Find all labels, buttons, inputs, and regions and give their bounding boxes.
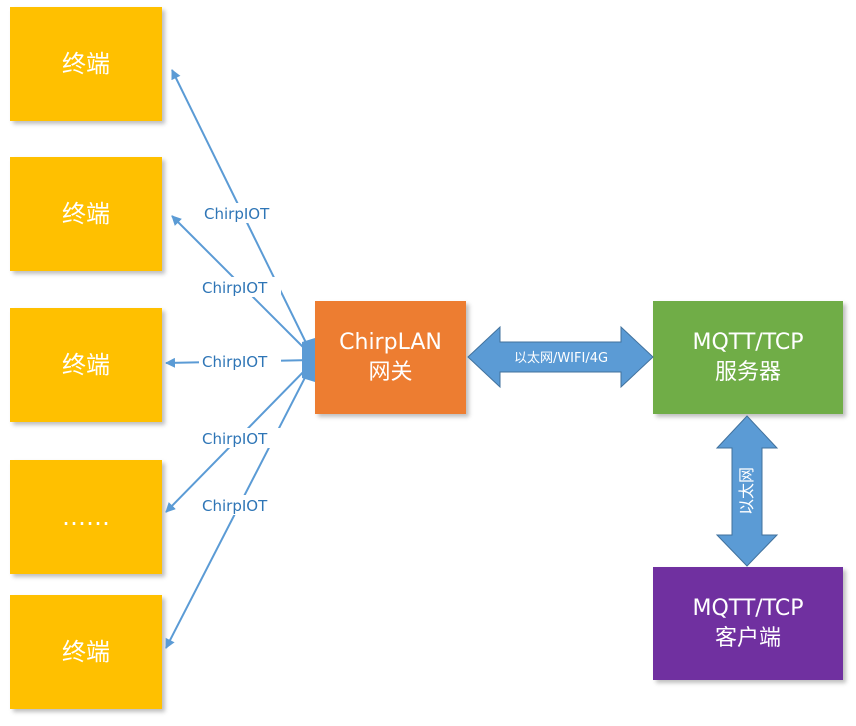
gateway-line1: ChirpLAN: [339, 329, 442, 355]
link-label-1: ChirpIOT: [204, 205, 270, 223]
terminal-3: 终端: [10, 308, 162, 422]
link-label-3: ChirpIOT: [202, 353, 268, 371]
link-label-2: ChirpIOT: [202, 279, 268, 297]
terminal-1: 终端: [10, 7, 162, 121]
server-line1: MQTT/TCP: [692, 329, 804, 355]
terminal-1-label: 终端: [62, 49, 110, 78]
server-line2: 服务器: [714, 359, 781, 385]
gateway-port-icon: [302, 338, 315, 382]
gateway-server-arrow: [467, 325, 654, 389]
server-client-label: 以太网: [737, 467, 756, 515]
terminal-more: ……: [10, 460, 162, 574]
terminal-2-label: 终端: [62, 199, 110, 228]
client-box: MQTT/TCP 客户端: [653, 567, 843, 680]
terminal-5-label: 终端: [62, 637, 110, 666]
server-client-arrow: [715, 415, 779, 567]
server-box: MQTT/TCP 服务器: [653, 301, 843, 414]
link-label-4: ChirpIOT: [202, 430, 268, 448]
gateway-box: ChirpLAN 网关: [315, 301, 466, 414]
gateway-server-label: 以太网/WIFI/4G: [514, 351, 608, 366]
terminal-3-label: 终端: [62, 350, 110, 379]
terminal-more-label: ……: [62, 502, 110, 531]
gateway-line2: 网关: [368, 359, 413, 385]
client-line1: MQTT/TCP: [692, 595, 804, 621]
client-line2: 客户端: [714, 625, 781, 651]
terminal-2: 终端: [10, 157, 162, 271]
terminal-5: 终端: [10, 595, 162, 709]
link-label-5: ChirpIOT: [202, 497, 268, 515]
